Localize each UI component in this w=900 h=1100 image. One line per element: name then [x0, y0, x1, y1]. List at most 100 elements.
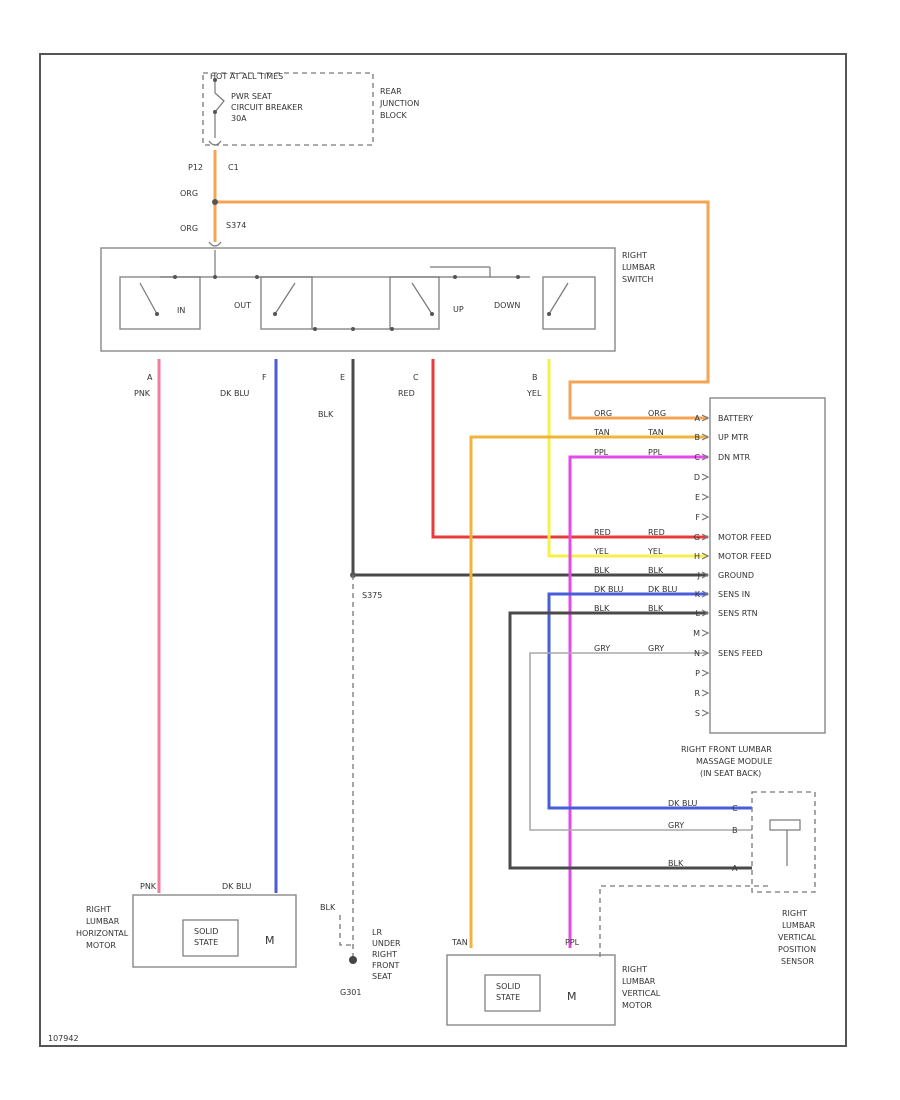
module-pin: L [696, 609, 701, 618]
module-wire-top: YEL [593, 547, 609, 556]
sensor-name-2: LUMBAR [782, 921, 816, 930]
module-pin-label: MOTOR FEED [718, 533, 771, 542]
switch-name-1: RIGHT [622, 251, 647, 260]
breaker-label-3: 30A [231, 114, 247, 123]
right-lumbar-switch: IN OUT UP DOWN RIGHT LUMBAR SWITCH [100, 241, 656, 352]
module-row: D [694, 473, 710, 482]
sensor-potentiometer-icon [769, 819, 801, 866]
module-name-2: MASSAGE MODULE [696, 757, 773, 766]
switch-pin-b-color: YEL [526, 389, 542, 398]
module-pin-label: MOTOR FEED [718, 552, 771, 561]
wire-dk-blu-sensor [547, 592, 752, 810]
vert-motor-name-2: LUMBAR [622, 977, 656, 986]
wire-tan [469, 435, 708, 948]
switch-connector-symbol [208, 241, 222, 247]
switch-in-label: IN [177, 306, 185, 315]
switch-up-label: UP [453, 305, 464, 314]
horizontal-motor: SOLID STATE M PNK DK BLU RIGHT LUMBAR HO… [76, 882, 297, 968]
switch-name-3: SWITCH [622, 275, 653, 284]
module-pin: M [693, 629, 700, 638]
module-pin-label: GROUND [718, 571, 754, 580]
module-row: M [693, 629, 710, 638]
connector-arrow-icon [701, 433, 710, 441]
module-wire-top: BLK [594, 604, 610, 613]
sensor-pin: A [732, 864, 738, 873]
vert-motor-name-1: RIGHT [622, 965, 647, 974]
breaker-label-2: CIRCUIT BREAKER [231, 103, 303, 112]
connector-arrow-icon [701, 649, 710, 657]
connector-arrow-icon [701, 590, 710, 598]
connector-arrow-icon [701, 552, 710, 560]
connector-arrow-icon [701, 689, 710, 697]
switch-pin-e-color: BLK [318, 410, 334, 419]
ground-splice-label: S375 [362, 591, 382, 600]
switch-pin-b: B [532, 373, 538, 382]
module-pin-label: UP MTR [718, 433, 749, 442]
connector-arrow-icon [701, 629, 710, 637]
sensor-name-3: VERTICAL [778, 933, 817, 942]
wire-yel [547, 359, 708, 558]
connector-arrow-icon [701, 414, 710, 422]
wire-blk-sensor [508, 611, 752, 870]
switch-contact-up-icon [411, 282, 434, 316]
connector-arrow-icon [701, 669, 710, 677]
wire-gry-sensor [529, 652, 752, 831]
ground-wire-label: BLK [320, 903, 336, 912]
switch-contact-in-icon [139, 282, 159, 316]
module-pin: A [695, 414, 701, 423]
module-pin-label: SENS IN [718, 590, 750, 599]
module-pin: N [694, 649, 700, 658]
sensor-wire: GRY [668, 821, 684, 830]
connector-p12-label: P12 [188, 163, 203, 172]
module-row: E [695, 493, 710, 502]
connector-arrow-icon [701, 533, 710, 541]
ground-label-4: FRONT [372, 961, 399, 970]
switch-down-label: DOWN [494, 301, 520, 310]
horiz-motor-name-2: LUMBAR [86, 917, 120, 926]
module-name-1: RIGHT FRONT LUMBAR [681, 745, 772, 754]
module-pin-label: BATTERY [718, 414, 753, 423]
horiz-motor-name-1: RIGHT [86, 905, 111, 914]
module-wire-top: BLK [594, 566, 610, 575]
vert-motor-wire-left: TAN [451, 938, 468, 947]
module-wire-left: BLK [648, 566, 664, 575]
switch-contact-down-icon [547, 282, 569, 316]
circuit-breaker-icon [213, 78, 225, 138]
module-wire-left: PPL [648, 448, 663, 457]
module-wire-top: ORG [594, 409, 612, 418]
module-pin-label: SENS RTN [718, 609, 758, 618]
horiz-motor-inner-1: SOLID [194, 927, 218, 936]
ground-label-1: LR [372, 928, 382, 937]
module-wire-left: RED [648, 528, 665, 537]
sensor-wire: DK BLU [668, 799, 697, 808]
sensor-pin: B [732, 826, 738, 835]
vert-motor-wire-right: PPL [565, 938, 580, 947]
connector-arrow-icon [701, 513, 710, 521]
sensor-name-4: POSITION [778, 945, 816, 954]
switch-pin-c-color: RED [398, 389, 415, 398]
module-pin: K [695, 590, 701, 599]
horiz-motor-name-4: MOTOR [86, 941, 116, 950]
module-pin: G [694, 533, 700, 542]
horiz-motor-name-3: HORIZONTAL [76, 929, 129, 938]
junction-block: HOT AT ALL TIMES PWR SEAT CIRCUIT BREAKE… [202, 72, 419, 146]
switch-pin-a: A [147, 373, 153, 382]
breaker-label-1: PWR SEAT [231, 92, 272, 101]
wire-ppl [568, 455, 708, 948]
switch-pin-c: C [413, 373, 419, 382]
figure-id: 107942 [48, 1034, 79, 1043]
module-wire-left: DK BLU [648, 585, 677, 594]
sensor-name-1: RIGHT [782, 909, 807, 918]
junction-label-3: BLOCK [380, 111, 408, 120]
module-row: F [695, 513, 710, 522]
switch-name-2: LUMBAR [622, 263, 656, 272]
connector-arrow-icon [701, 571, 710, 579]
wire-org-label-1: ORG [180, 189, 198, 198]
